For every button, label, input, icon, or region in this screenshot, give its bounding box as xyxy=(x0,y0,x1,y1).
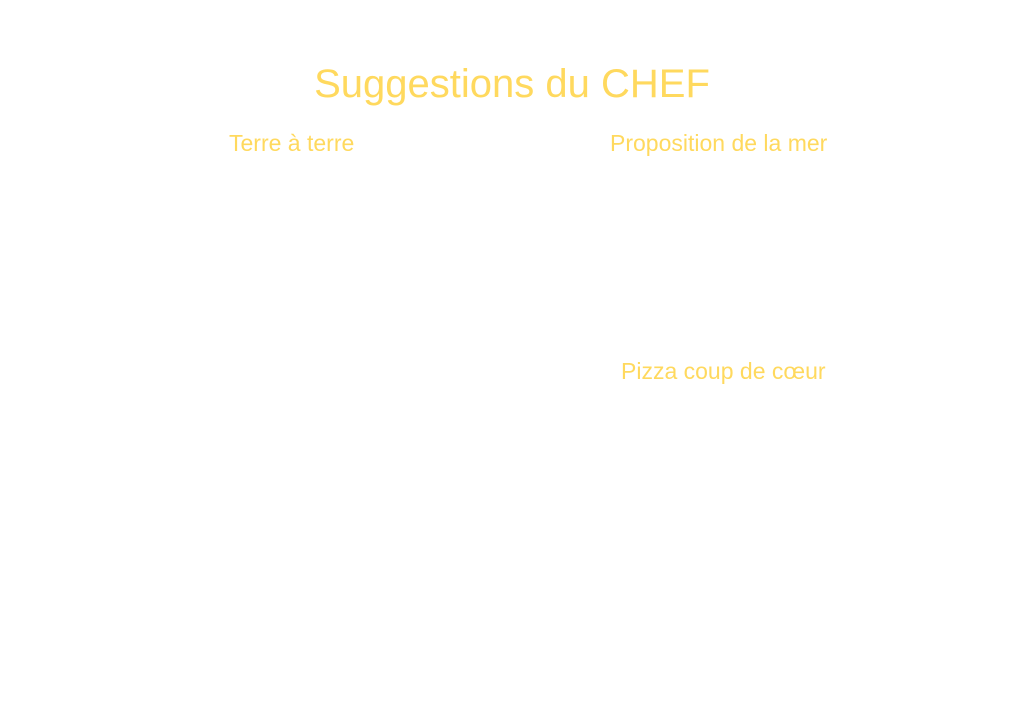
section-heading-pizza: Pizza coup de cœur xyxy=(621,358,826,384)
section-heading-mer: Proposition de la mer xyxy=(610,130,828,156)
section-heading-terre: Terre à terre xyxy=(229,130,355,156)
page-title: Suggestions du CHEF xyxy=(314,62,710,106)
